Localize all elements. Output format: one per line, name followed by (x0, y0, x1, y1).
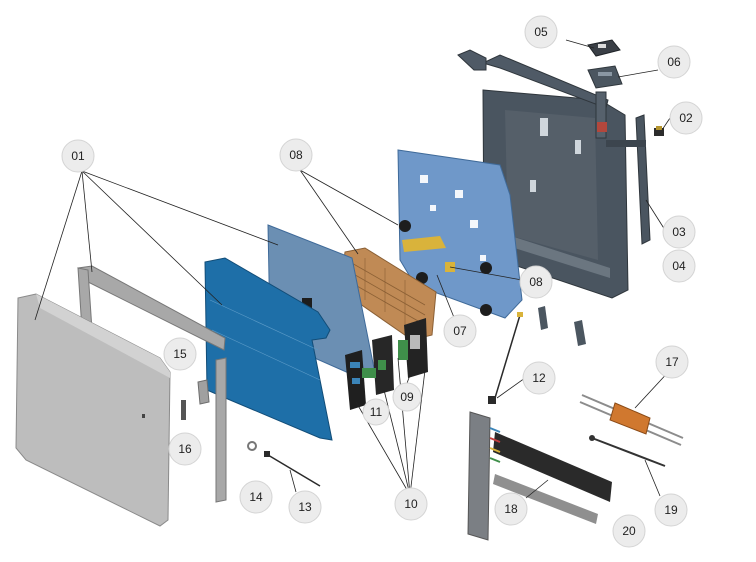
callout-20: 20 (612, 514, 646, 548)
front-cover (15, 293, 171, 527)
callout-08-lower: 08 (519, 265, 553, 299)
top-rail (457, 49, 609, 139)
callout-03: 03 (662, 215, 696, 249)
callout-04: 04 (662, 249, 696, 283)
callout-06: 06 (657, 45, 691, 79)
callout-16-text: 16 (178, 442, 192, 456)
callout-10: 10 (394, 487, 428, 521)
side-bar (606, 114, 651, 245)
top-bracket (587, 65, 623, 89)
rear-housing (482, 89, 629, 299)
callout-08-upper: 08 (279, 138, 313, 172)
leader-lines (34, 39, 673, 499)
small-clip (654, 126, 664, 136)
small-switch (181, 400, 186, 420)
callout-08-upper-text: 08 (289, 148, 303, 162)
callout-18-text: 18 (504, 502, 518, 516)
callout-19: 19 (654, 493, 688, 527)
ground-wire (264, 451, 321, 487)
callout-13-text: 13 (298, 500, 312, 514)
callout-01: 01 (61, 139, 95, 173)
callout-15-text: 15 (173, 347, 187, 361)
callout-14: 14 (239, 480, 273, 514)
sensor-wire (488, 312, 523, 404)
callout-07: 07 (443, 314, 477, 348)
callout-16: 16 (168, 432, 202, 466)
callout-19-text: 19 (664, 503, 678, 517)
callout-04-text: 04 (672, 259, 686, 273)
callout-05-text: 05 (534, 25, 548, 39)
callout-12: 12 (522, 361, 556, 395)
callout-09: 09 (392, 382, 422, 412)
callout-10-text: 10 (404, 497, 418, 511)
thermostat-rod (589, 435, 666, 467)
callout-18: 18 (494, 492, 528, 526)
callout-02: 02 (669, 101, 703, 135)
callout-12-text: 12 (532, 371, 546, 385)
callout-11: 11 (362, 398, 390, 426)
callout-02-text: 02 (679, 111, 693, 125)
callout-09-text: 09 (400, 390, 414, 404)
cable-harness (467, 411, 612, 541)
callout-08-lower-text: 08 (529, 275, 543, 289)
callout-15: 15 (163, 337, 197, 371)
small-latch (197, 379, 210, 405)
callout-14-text: 14 (249, 490, 263, 504)
small-brackets (538, 306, 586, 346)
back-panel (397, 149, 523, 319)
callout-17: 17 (655, 345, 689, 379)
ring-washer (247, 441, 257, 451)
callout-11-text: 11 (370, 405, 383, 419)
heater-element (579, 394, 684, 446)
callout-17-text: 17 (665, 355, 679, 369)
callout-03-text: 03 (672, 225, 686, 239)
top-module (587, 39, 621, 57)
callout-20-text: 20 (622, 524, 636, 538)
callout-01-text: 01 (71, 149, 85, 163)
callout-05: 05 (524, 15, 558, 49)
circuit-boards (345, 318, 428, 410)
front-frame-rail (77, 265, 227, 503)
callout-13: 13 (288, 490, 322, 524)
callout-07-text: 07 (453, 324, 467, 338)
callout-06-text: 06 (667, 55, 681, 69)
